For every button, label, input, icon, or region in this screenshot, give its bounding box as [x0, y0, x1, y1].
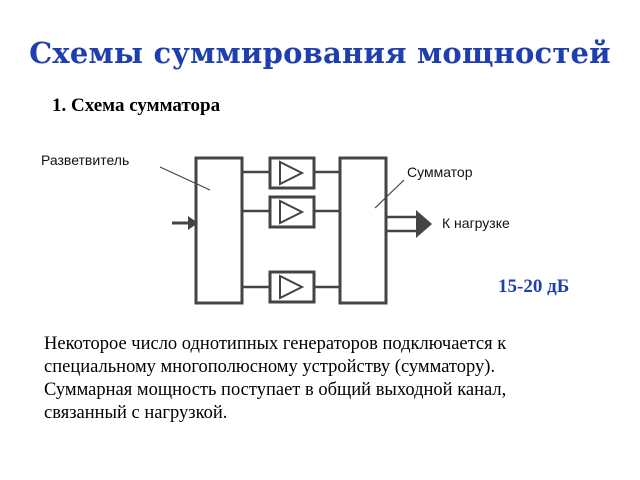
splitter-block — [194, 156, 244, 305]
slide-title: Схемы суммирования мощностей — [29, 36, 611, 70]
combiner-block — [338, 156, 388, 305]
input-arrow — [172, 216, 198, 230]
to-load-label: К нагрузке — [442, 215, 510, 231]
amplifier-2 — [242, 195, 340, 229]
amplifier-triangle-icon — [279, 199, 305, 225]
splitter-label: Разветвитель — [41, 152, 130, 168]
combiner-leader-line — [374, 179, 405, 209]
splitter-leader-line — [159, 166, 211, 191]
combiner-label: Сумматор — [407, 164, 473, 180]
description-line: Некоторое число однотипных генераторов п… — [44, 334, 507, 354]
output-arrow — [386, 210, 432, 238]
amplifier-triangle-icon — [279, 274, 305, 300]
description-line: связанный с нагрузкой. — [44, 403, 228, 423]
description-line: специальному многополюсному устройству (… — [44, 357, 496, 377]
description-line: Суммарная мощность поступает в общий вых… — [44, 380, 507, 400]
amplifier-1 — [242, 156, 340, 190]
gain-label: 15-20 дБ — [498, 276, 570, 297]
amplifier-triangle-icon — [279, 160, 305, 186]
description-paragraph: Некоторое число однотипных генераторов п… — [44, 333, 604, 425]
section-subtitle: 1. Схема сумматора — [52, 95, 221, 116]
amplifier-3 — [242, 270, 340, 304]
